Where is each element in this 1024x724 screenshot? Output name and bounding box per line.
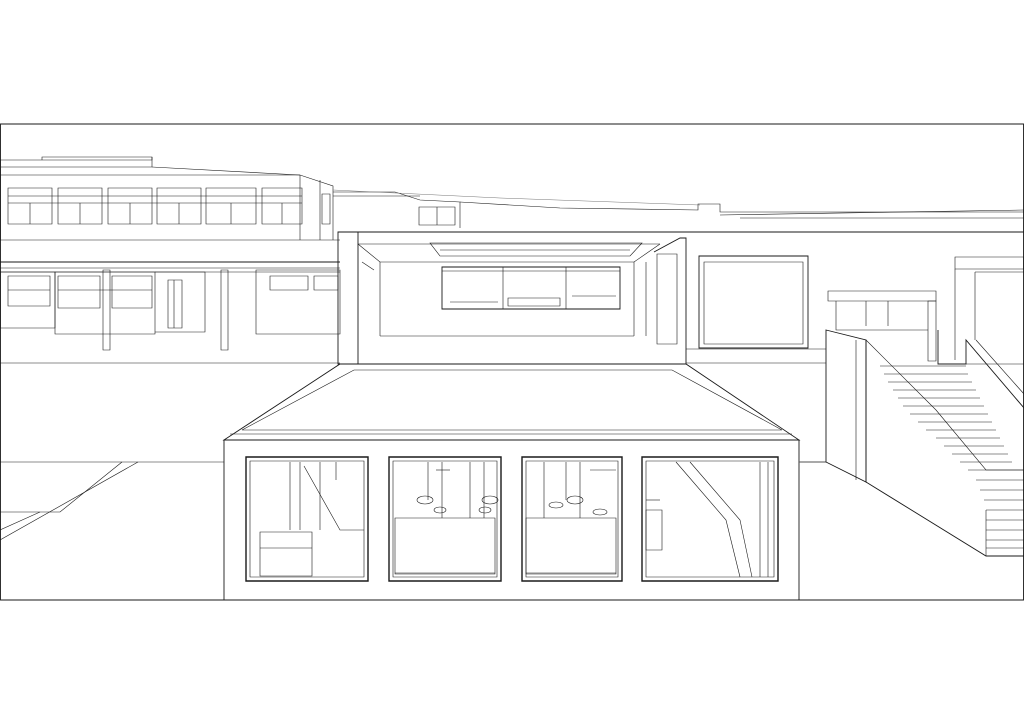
window-2 [389, 457, 501, 581]
window-4 [642, 457, 778, 581]
drawing-frame [1, 124, 1024, 600]
window-1 [246, 457, 368, 581]
background-building-middle [333, 190, 1024, 228]
canopy-left [0, 262, 340, 350]
right-rear-building [686, 232, 1024, 361]
window-3 [522, 457, 622, 581]
pavilion-roof [224, 364, 799, 440]
rear-courtyard-volume [338, 232, 686, 364]
staircase [800, 330, 1024, 556]
ground-lines [0, 363, 826, 540]
pavilion-facade [224, 440, 799, 600]
background-building-left [0, 157, 340, 240]
